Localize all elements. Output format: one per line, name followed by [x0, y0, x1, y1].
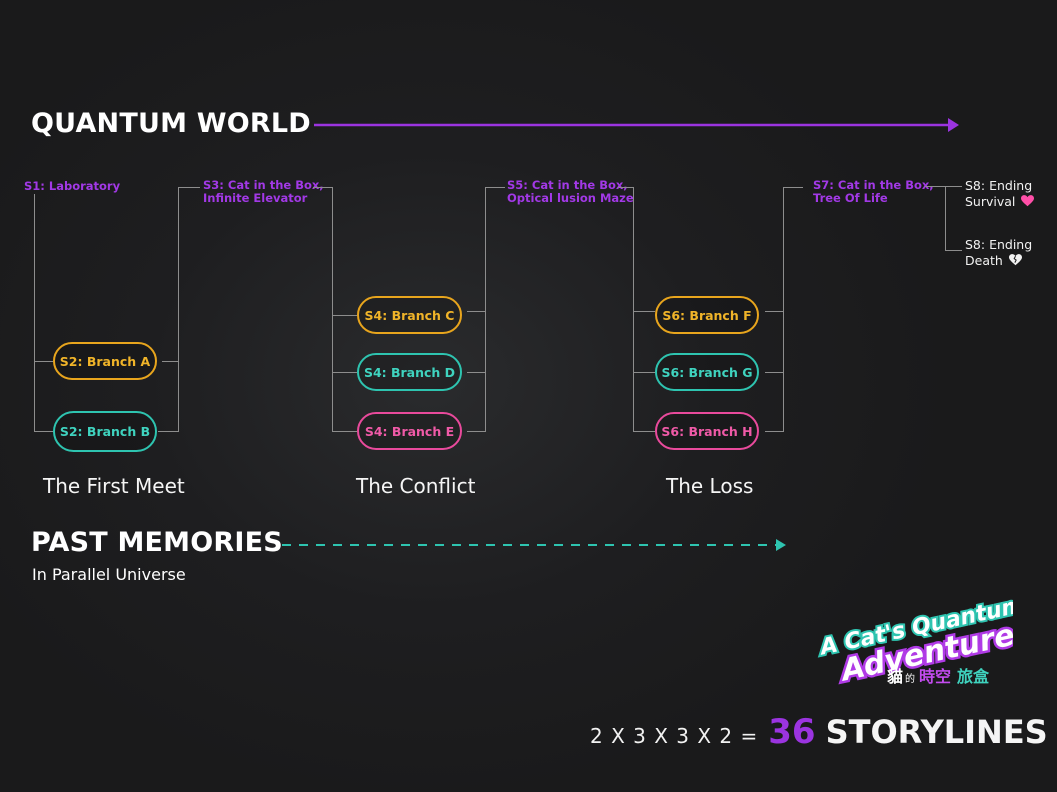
connector	[925, 186, 945, 187]
logo-cjk-2: 的	[905, 672, 915, 685]
connector	[618, 187, 634, 188]
stage-s5-label: S5: Cat in the Box, Optical lusion Maze	[507, 178, 634, 205]
formula-total: 36	[768, 712, 816, 752]
stage-s7-label: S7: Cat in the Box, Tree Of Life	[813, 178, 934, 205]
connector	[633, 311, 655, 312]
connector	[34, 194, 35, 432]
formula-expression: 2 X 3 X 3 X 2 =	[590, 724, 759, 748]
connector	[34, 361, 53, 362]
heart-icon	[1021, 195, 1035, 207]
section-conflict: The Conflict	[356, 474, 476, 498]
connector	[765, 431, 783, 432]
connector	[485, 187, 505, 188]
connector	[158, 431, 179, 432]
ending-death-label: S8: Ending Death	[965, 237, 1033, 268]
branch-s2-a: S2: Branch A	[53, 342, 157, 380]
branch-s6-h: S6: Branch H	[655, 412, 759, 450]
past-memories-title: PAST MEMORIES	[31, 527, 283, 558]
connector	[765, 372, 783, 373]
connector	[178, 187, 200, 188]
dashed-arrow-right-icon	[776, 539, 786, 551]
connector	[178, 187, 179, 432]
connector	[945, 186, 946, 251]
section-loss: The Loss	[666, 474, 754, 498]
connector	[633, 187, 634, 432]
stage-s1-label: S1: Laboratory	[24, 179, 121, 193]
game-logo: A Cat's Quantum Adventure 貓 的 時空 旅盒	[803, 566, 1028, 692]
broken-heart-icon	[1008, 254, 1022, 266]
connector	[467, 372, 485, 373]
arrow-right-icon	[948, 118, 959, 132]
stage-s3-label: S3: Cat in the Box, Infinite Elevator	[203, 178, 324, 205]
logo-artwork: A Cat's Quantum Adventure 貓 的 時空 旅盒	[814, 591, 1028, 692]
branch-s4-d: S4: Branch D	[357, 353, 462, 391]
connector	[332, 187, 333, 432]
branch-s4-e: S4: Branch E	[357, 412, 462, 450]
connector	[633, 372, 655, 373]
branch-s4-c: S4: Branch C	[357, 296, 462, 334]
past-memories-arrow	[282, 539, 786, 551]
connector	[467, 311, 485, 312]
quantum-world-arrow	[314, 118, 959, 132]
connector	[34, 431, 53, 432]
logo-cjk-3: 時空	[919, 667, 951, 686]
logo-cjk-4: 旅盒	[957, 667, 990, 686]
connector	[313, 187, 332, 188]
branch-s6-f: S6: Branch F	[655, 296, 759, 334]
connector	[945, 186, 962, 187]
ending-survival-label: S8: Ending Survival	[965, 178, 1035, 210]
connector	[162, 361, 179, 362]
past-memories-subtitle: In Parallel Universe	[32, 565, 186, 584]
connector	[332, 431, 357, 432]
storylines-formula: 2 X 3 X 3 X 2 = 36 STORYLINES	[590, 712, 1048, 752]
connector	[783, 187, 803, 188]
connector	[765, 311, 783, 312]
connector	[467, 431, 485, 432]
formula-label: STORYLINES	[825, 713, 1048, 751]
branch-s2-b: S2: Branch B	[53, 411, 157, 452]
quantum-world-title: QUANTUM WORLD	[31, 108, 311, 139]
connector	[783, 187, 784, 432]
connector	[485, 187, 486, 432]
connector	[332, 315, 357, 316]
section-first-meet: The First Meet	[43, 474, 185, 498]
branch-s6-g: S6: Branch G	[655, 353, 759, 391]
connector	[945, 250, 962, 251]
logo-cjk-1: 貓	[887, 667, 903, 686]
connector	[633, 431, 655, 432]
connector	[332, 372, 357, 373]
